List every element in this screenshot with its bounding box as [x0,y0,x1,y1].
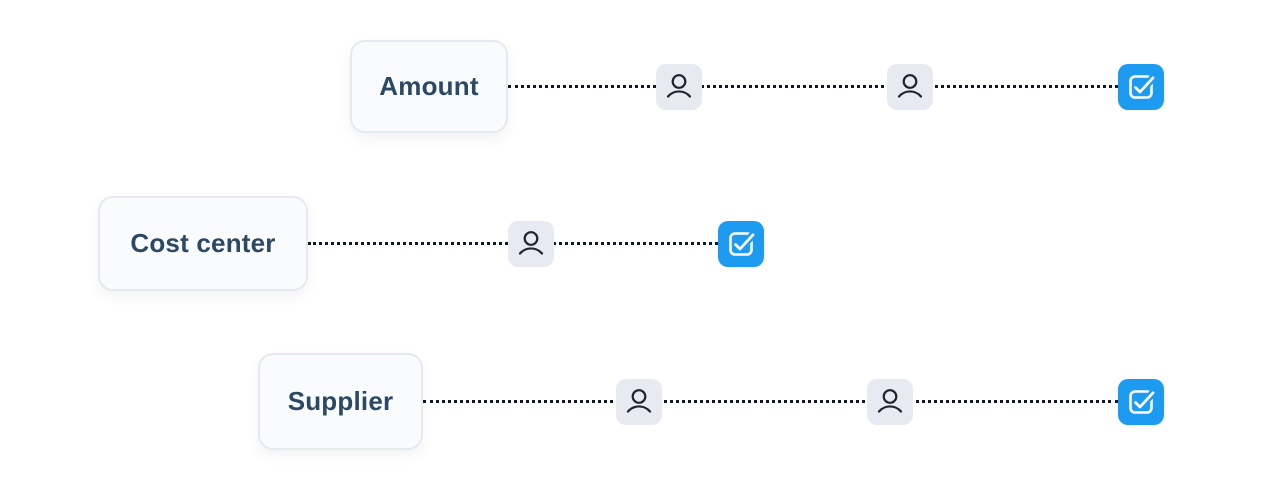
approved-step [1118,64,1164,110]
condition-card-supplier: Supplier [258,353,423,450]
approver-step [867,379,913,425]
condition-label: Amount [379,71,479,101]
user-icon [518,231,544,255]
connector-dotted-line [423,400,1118,403]
approved-step [718,221,764,267]
approved-step [1118,379,1164,425]
user-icon [626,389,652,413]
approver-step [616,379,662,425]
user-icon [666,74,692,98]
checkbox-approved-icon [729,231,757,256]
approver-step [656,64,702,110]
approver-step [887,64,933,110]
condition-label: Supplier [287,386,394,416]
approver-step [508,221,554,267]
checkbox-approved-icon [1129,389,1157,414]
connector-dotted-line [508,85,1118,88]
condition-card-amount: Amount [350,40,508,133]
condition-card-cost-center: Cost center [98,196,308,291]
user-icon [877,389,903,413]
condition-label: Cost center [130,228,276,258]
checkbox-approved-icon [1129,74,1157,99]
user-icon [897,74,923,98]
